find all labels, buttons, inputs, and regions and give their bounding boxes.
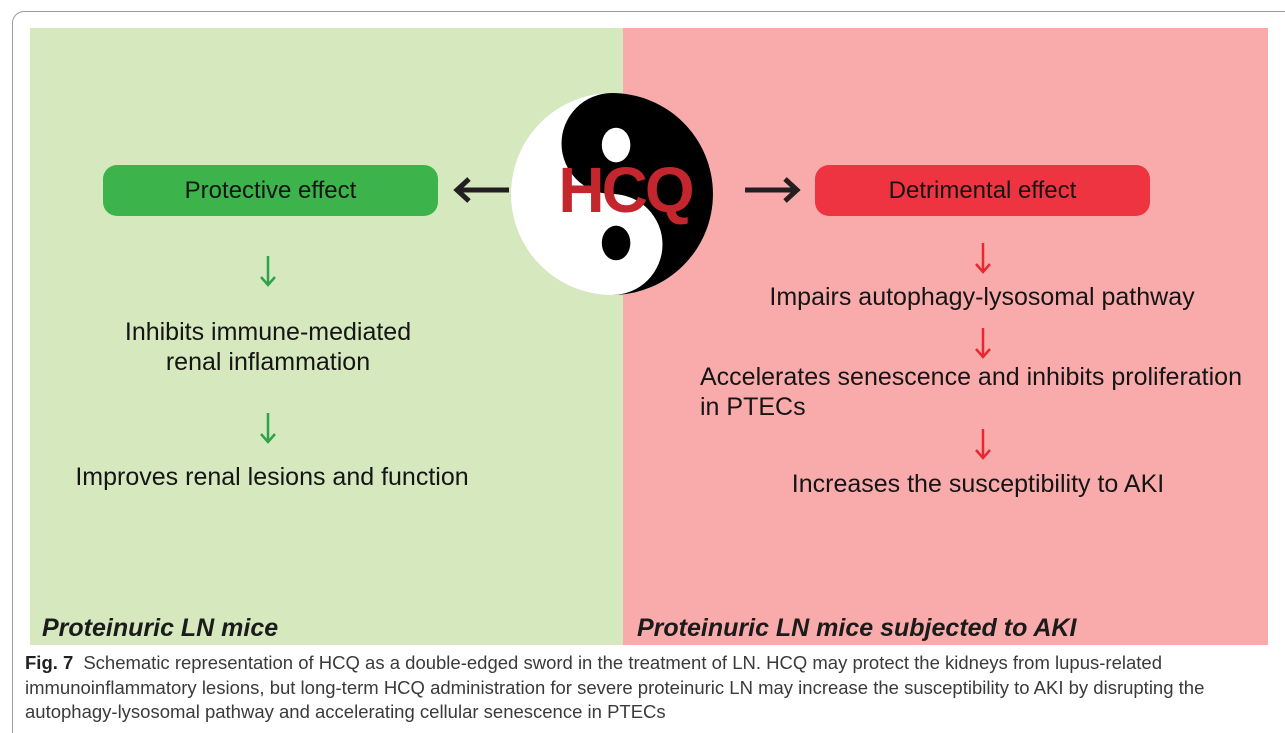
left-panel	[30, 28, 623, 645]
caption-label: Fig. 7	[25, 652, 74, 673]
center-label: HCQ	[558, 154, 694, 226]
step-line: Increases the susceptibility to AKI	[791, 470, 1165, 498]
right-panel	[623, 28, 1268, 645]
protective-effect-box: Protective effect	[103, 165, 438, 216]
step-text: Accelerates senescence and inhibits prol…	[700, 362, 1260, 422]
step-line: renal inflammation	[165, 348, 371, 376]
arrow-left-icon	[453, 177, 509, 203]
caption-text: Schematic representation of HCQ as a dou…	[83, 652, 1162, 673]
yin-yang-icon	[511, 93, 713, 295]
step-text: Increases the susceptibility to AKI	[712, 469, 1244, 499]
caption-line: Fig. 7 Schematic representation of HCQ as…	[25, 651, 1204, 676]
arrow-right-icon	[745, 177, 801, 203]
figure-caption: Fig. 7 Schematic representation of HCQ as…	[25, 651, 1204, 725]
step-text: Impairs autophagy-lysosomal pathway	[712, 282, 1252, 312]
arrow-down-icon	[975, 328, 991, 359]
arrow-down-icon	[260, 256, 276, 287]
step-line: Impairs autophagy-lysosomal pathway	[769, 283, 1195, 311]
step-line: Accelerates senescence and inhibits prol…	[700, 363, 1242, 391]
group-label-left: Proteinuric LN mice	[42, 614, 279, 642]
caption-line: autophagy-lysosomal pathway and accelera…	[25, 701, 666, 722]
step-text: Inhibits immune-mediated renal inflammat…	[70, 317, 466, 377]
figure-frame	[12, 11, 1285, 733]
step-line: Improves renal lesions and function	[75, 463, 469, 491]
step-line: in PTECs	[700, 393, 806, 421]
step-line: Inhibits immune-mediated	[124, 318, 412, 346]
arrow-down-icon	[260, 413, 276, 444]
arrow-down-icon	[975, 429, 991, 460]
arrow-down-icon	[975, 243, 991, 274]
step-text: Improves renal lesions and function	[40, 462, 504, 492]
detrimental-effect-box: Detrimental effect	[815, 165, 1150, 216]
group-label-right: Proteinuric LN mice subjected to AKI	[637, 614, 1077, 642]
caption-line: immunoinflammatory lesions, but long-ter…	[25, 676, 1205, 698]
